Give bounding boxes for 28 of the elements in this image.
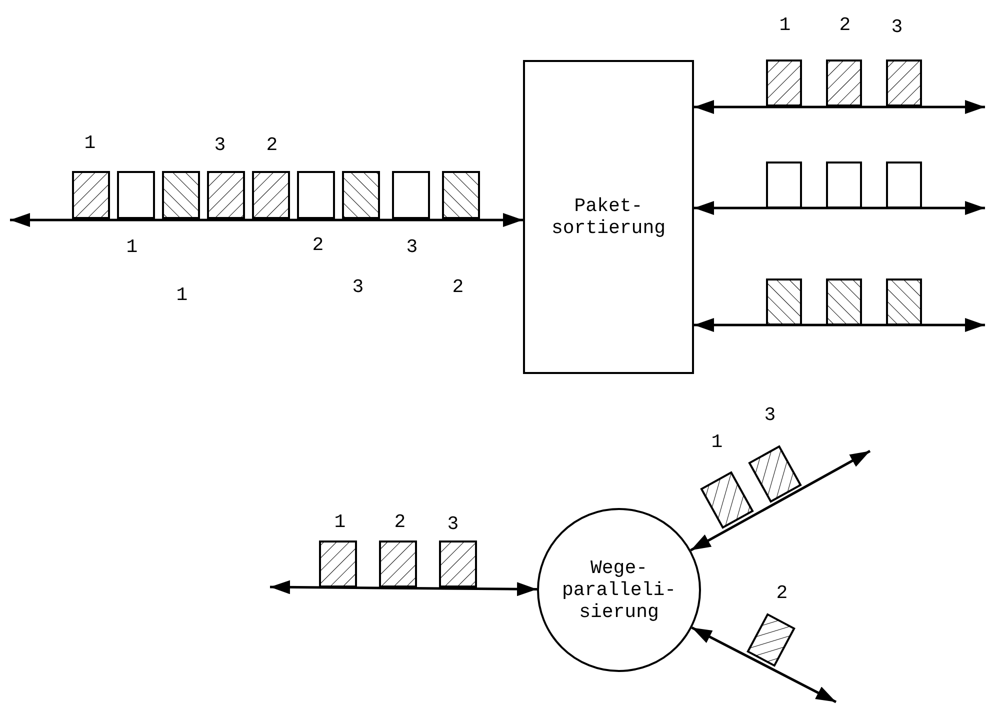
packet-number: 1	[711, 431, 723, 453]
packet-number: 3	[891, 16, 903, 38]
packet-number: 3	[447, 513, 459, 535]
double-arrow	[694, 201, 985, 215]
packet-number: 2	[312, 234, 324, 256]
packet-number: 1	[334, 511, 346, 533]
packet-number: 1	[779, 14, 791, 36]
packet-number: 3	[764, 404, 776, 426]
packet-number: 2	[452, 276, 464, 298]
packet-number: 2	[776, 582, 788, 604]
packet-number: 1	[84, 132, 96, 154]
double-arrow	[10, 213, 523, 227]
double-arrow	[694, 318, 985, 332]
packet-number: 2	[394, 511, 406, 533]
packet-number: 2	[839, 14, 851, 36]
packet-number: 3	[406, 236, 418, 258]
node-label: Wege- paralleli- sierung	[560, 557, 678, 623]
packet-number: 2	[266, 134, 278, 156]
double-arrow	[270, 580, 538, 596]
node-label: Paket- sortierung	[550, 195, 667, 239]
packet-number: 1	[176, 284, 188, 306]
double-arrow	[690, 450, 871, 552]
packet-number: 1	[126, 236, 138, 258]
packet-number: 3	[352, 276, 364, 298]
process-box	[523, 60, 694, 374]
double-arrow	[691, 626, 837, 704]
double-arrow	[694, 100, 985, 114]
packet-number: 3	[214, 134, 226, 156]
